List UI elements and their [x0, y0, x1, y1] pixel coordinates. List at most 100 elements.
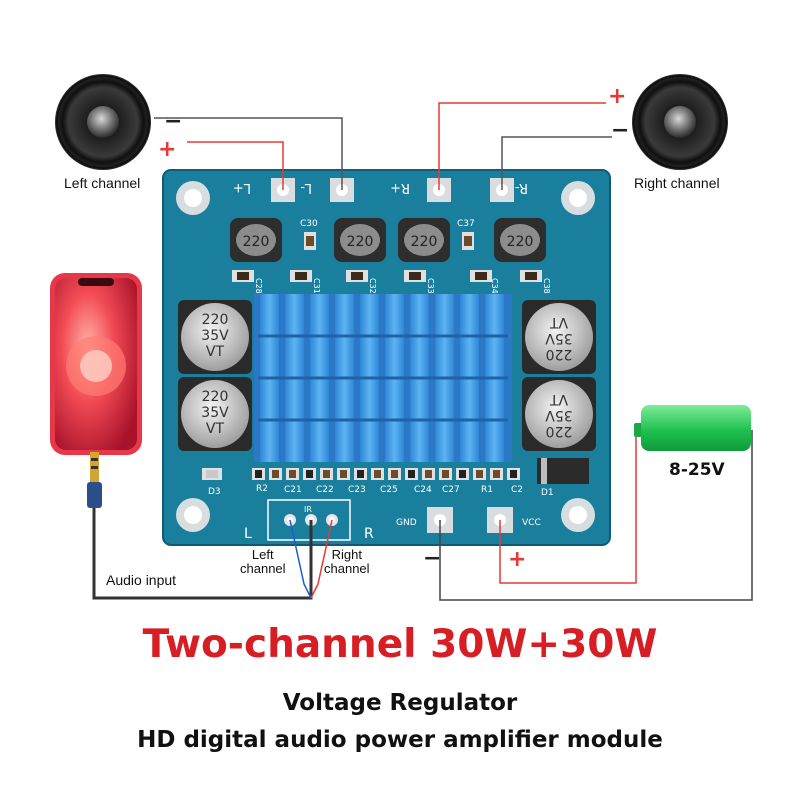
inductor: 220: [334, 218, 386, 262]
plus-sign: +: [608, 84, 626, 109]
plus-sign: +: [508, 547, 526, 572]
smd-component-body: [306, 470, 313, 478]
wire-left-minus: [154, 117, 343, 190]
audio-cable: [92, 505, 313, 600]
label-c24: C24: [414, 485, 432, 495]
pad-label-l-plus: L+: [233, 180, 251, 195]
smd-component-body: [425, 470, 432, 478]
smd-row-bottom: [252, 468, 520, 480]
smd-component-body: [323, 470, 330, 478]
pad-label-r-plus: R+: [390, 180, 410, 195]
audio-input-label: Audio input: [106, 572, 177, 588]
svg-text:220: 220: [202, 312, 229, 328]
svg-text:IR: IR: [304, 505, 312, 514]
label-r2: R2: [256, 484, 268, 494]
wire-input-right: [310, 519, 333, 599]
label-gnd: GND: [396, 518, 417, 528]
smd-component-body: [391, 470, 398, 478]
minus-sign: −: [423, 546, 441, 571]
smd-component-body: [408, 470, 415, 478]
side-letter-l: L: [244, 526, 252, 542]
label-c33: C33: [426, 278, 435, 294]
svg-text:35V: 35V: [201, 405, 229, 421]
smd-component-body: [357, 470, 364, 478]
headline-title: Two-channel 30W+30W: [142, 622, 658, 667]
smd-component-body: [374, 470, 381, 478]
label-c32: C32: [368, 278, 377, 294]
label-r1: R1: [481, 485, 493, 495]
label-d3: D3: [208, 487, 221, 497]
voltage-label: 8-25V: [669, 460, 725, 480]
headline-subtitle-2: HD digital audio power amplifier module: [137, 727, 663, 753]
smd-component-body: [272, 470, 279, 478]
speaker-right: [632, 74, 728, 170]
label-c27: C27: [442, 485, 460, 495]
label-c25: C25: [380, 485, 398, 495]
label-c23: C23: [348, 485, 366, 495]
label-c22: C22: [316, 485, 334, 495]
pad-label-r-minus: R-: [514, 180, 528, 195]
smd-component-body: [510, 470, 517, 478]
wire-vcc: [499, 430, 637, 584]
left-channel-label: Left channel: [64, 175, 141, 191]
wire-right-plus: [438, 102, 606, 190]
amplifier-board: L+ L- R+ R- 220 220 220 220: [162, 169, 611, 546]
smd-component-body: [442, 470, 449, 478]
speaker-left: [55, 74, 151, 170]
inductor-value: 220: [507, 234, 534, 250]
wire-right-minus: [501, 136, 612, 190]
heatsink: [254, 294, 512, 462]
smd-component-body: [459, 470, 466, 478]
svg-text:220: 220: [546, 346, 573, 362]
input-right-label: Right channel: [324, 547, 370, 576]
pad-label-l-minus: L-: [300, 180, 312, 195]
mounting-hole: [176, 498, 210, 532]
minus-sign: −: [611, 118, 629, 143]
label-c31: C31: [312, 278, 321, 294]
smd-component-body: [255, 470, 262, 478]
label-c21: C21: [284, 485, 302, 495]
inductor-value: 220: [243, 234, 270, 250]
inductor-value: 220: [411, 234, 438, 250]
svg-text:VT: VT: [206, 421, 225, 437]
label-c2: C2: [511, 485, 523, 495]
electrolytic-capacitor: 220 35V VT: [178, 377, 252, 451]
smd-component-body: [289, 470, 296, 478]
smd-row-top: [232, 270, 542, 282]
right-channel-label: Right channel: [634, 175, 720, 191]
svg-text:35V: 35V: [201, 328, 229, 344]
electrolytic-capacitor: 220 35V VT: [522, 377, 596, 451]
svg-text:220: 220: [546, 423, 573, 439]
svg-text:VT: VT: [549, 314, 568, 330]
minus-sign: −: [164, 109, 182, 134]
label-c28: C28: [254, 278, 263, 294]
label-d1: D1: [541, 488, 554, 498]
side-letter-r: R: [364, 526, 374, 542]
svg-text:VT: VT: [206, 344, 225, 360]
inductor: 220: [494, 218, 546, 262]
plus-sign: +: [158, 137, 176, 162]
mounting-hole: [176, 181, 210, 215]
inductor: 220: [398, 218, 450, 262]
input-left-label: Left channel: [240, 547, 286, 576]
label-c37: C37: [457, 219, 475, 229]
svg-text:35V: 35V: [545, 407, 573, 423]
inductor-value: 220: [347, 234, 374, 250]
smartphone: [50, 273, 142, 455]
label-c30: C30: [300, 219, 318, 229]
wire-left-plus: [187, 141, 284, 190]
battery: [634, 405, 751, 451]
inductor: 220: [230, 218, 282, 262]
mounting-hole: [561, 181, 595, 215]
svg-text:35V: 35V: [545, 330, 573, 346]
label-c34: C34: [490, 278, 499, 294]
wire-input-left: [289, 519, 312, 599]
headline-subtitle-1: Voltage Regulator: [282, 690, 518, 716]
wires: [92, 102, 753, 601]
svg-text:220: 220: [202, 389, 229, 405]
smd-component-body: [493, 470, 500, 478]
svg-text:VT: VT: [549, 391, 568, 407]
mounting-hole: [561, 498, 595, 532]
